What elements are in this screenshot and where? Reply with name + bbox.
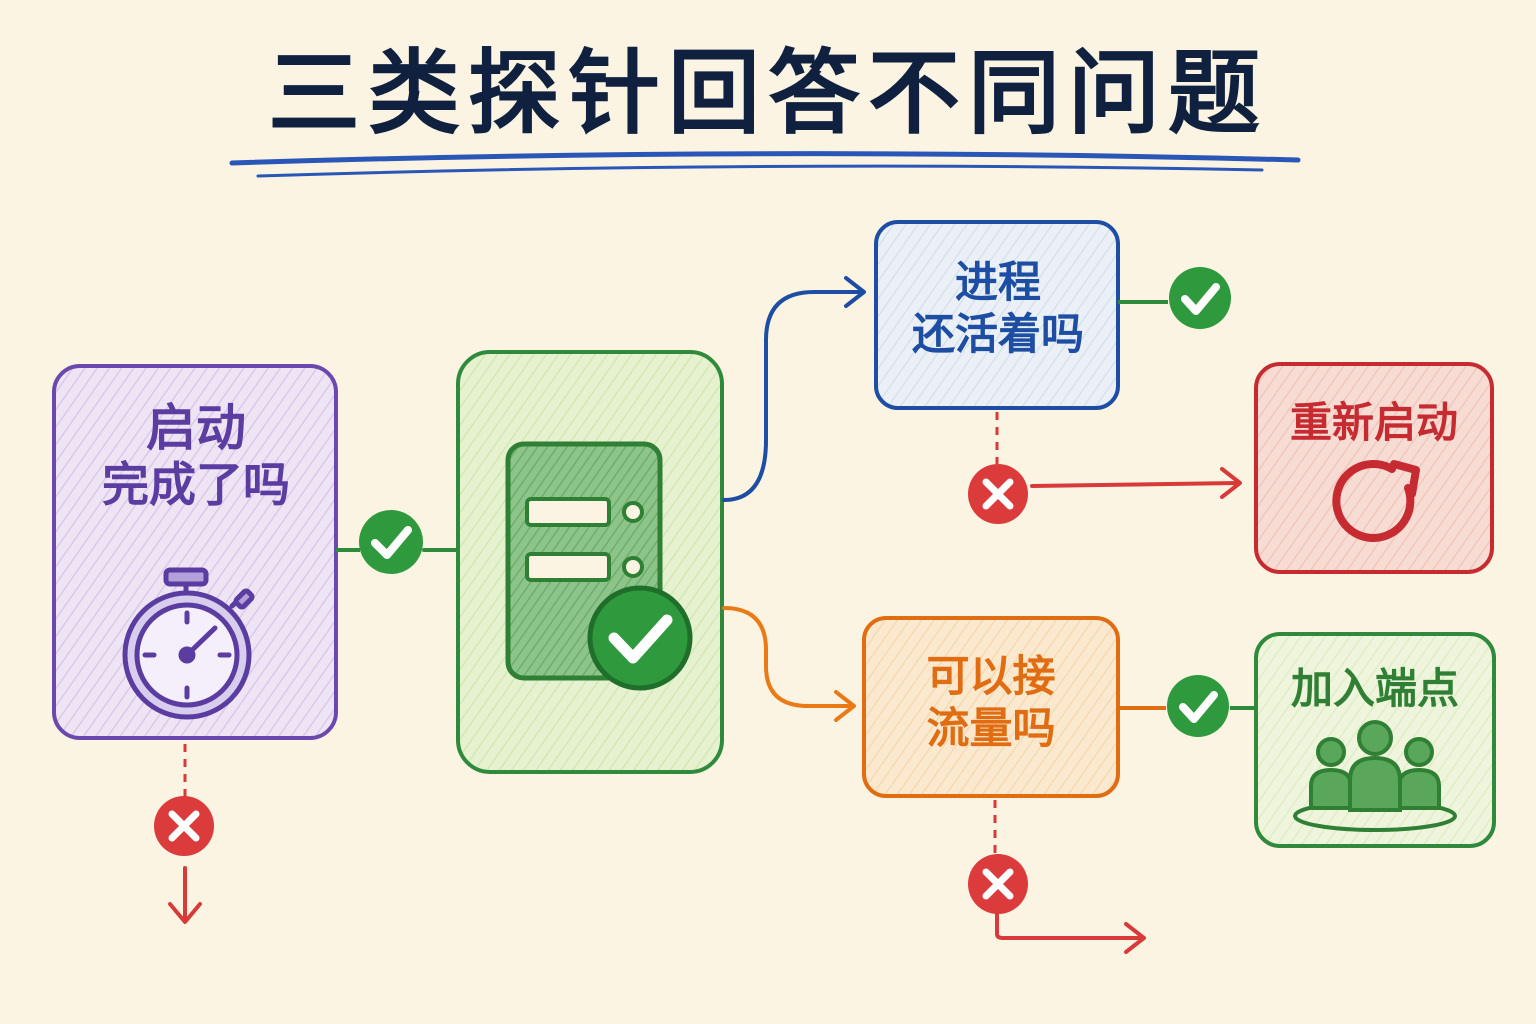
page-title: 三类探针回答不同问题: [267, 40, 1268, 147]
readiness-probe-line2: 流量吗: [926, 703, 1056, 754]
startup-probe-line1: 启动: [146, 399, 246, 457]
readiness-fail-arrow: [995, 912, 1146, 954]
stopwatch-icon: [122, 567, 255, 720]
startup-pass-check-icon: [359, 510, 423, 574]
title-underline-2: [256, 164, 1264, 178]
restart-label: 重新启动: [1289, 398, 1458, 447]
startup-probe-line2: 完成了吗: [102, 458, 290, 513]
liveness-probe-label: 进程 还活着吗: [878, 258, 1118, 361]
liveness-probe-box: [874, 220, 1120, 410]
liveness-probe-line1: 进程: [955, 258, 1041, 308]
readiness-pass-check-icon: [1167, 675, 1229, 737]
server-check-icon: [505, 441, 693, 691]
liveness-pass-check-icon: [1169, 267, 1231, 329]
startup-fail-arrow: [168, 866, 202, 924]
readiness-fail-x-icon: [968, 854, 1028, 914]
liveness-fail-x-icon: [968, 464, 1028, 524]
liveness-probe-line2: 还活着吗: [912, 309, 1084, 360]
users-icon: [1293, 720, 1457, 832]
container-to-liveness-arrow: [722, 276, 866, 502]
restart-box: [1254, 362, 1494, 574]
endpoint-label: 加入端点: [1290, 664, 1459, 713]
restart-icon: [1332, 459, 1420, 542]
liveness-fail-arrow: [1030, 467, 1242, 499]
readiness-probe-line1: 可以接: [926, 652, 1056, 702]
startup-fail-x-icon: [154, 796, 214, 856]
title-underline: [229, 151, 1301, 166]
readiness-probe-label: 可以接 流量吗: [865, 652, 1117, 755]
startup-probe-label: 启动 完成了吗: [68, 398, 324, 514]
container-to-readiness-arrow: [722, 606, 856, 722]
